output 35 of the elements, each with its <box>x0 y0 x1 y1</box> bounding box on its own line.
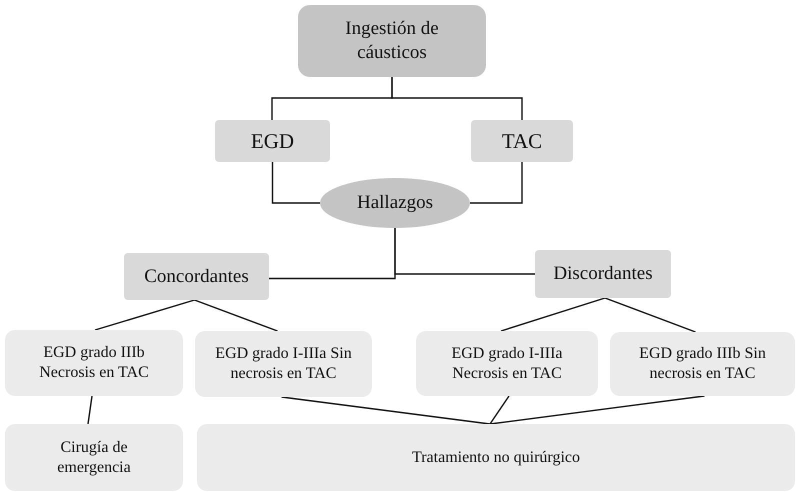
node-label: TAC <box>502 128 542 154</box>
node-label: Discordantes <box>553 262 653 286</box>
criteria-box <box>195 331 372 397</box>
criteria-box <box>5 330 183 396</box>
connector-line <box>500 297 606 332</box>
outcome-box <box>197 424 795 491</box>
connector-line <box>391 77 523 120</box>
process-box <box>471 120 573 162</box>
node-label: EGD grado IIIb Necrosis en TAC <box>38 343 150 383</box>
category-box <box>535 250 671 298</box>
start-box <box>298 5 486 77</box>
criteria-box <box>610 332 795 396</box>
node-label: Tratamiento no quirúrgico <box>412 448 580 468</box>
connector-line <box>87 396 93 424</box>
outcome-box <box>5 424 183 491</box>
connector-line <box>94 299 195 331</box>
node-label: EGD grado IIIb Sin necrosis en TAC <box>638 344 767 384</box>
connector-line <box>490 395 705 425</box>
connector-line <box>194 299 278 332</box>
node-label: Ingestión de cáusticos <box>344 17 440 65</box>
connector-line <box>394 228 535 275</box>
connector-line <box>489 396 510 424</box>
connector-line <box>272 162 320 204</box>
node-label: Cirugía de emergencia <box>56 438 132 478</box>
node-label: EGD grado I-IIIa Sin necrosis en TAC <box>214 344 353 384</box>
node-label: Hallazgos <box>357 191 433 215</box>
node-label: EGD grado I-IIIa Necrosis en TAC <box>450 344 564 384</box>
connector-line <box>470 162 523 204</box>
connector-line <box>281 396 490 425</box>
node-label: EGD <box>250 128 294 154</box>
criteria-box <box>416 331 598 396</box>
connector-line <box>604 297 696 333</box>
category-box <box>124 253 269 300</box>
process-box <box>215 120 330 162</box>
node-label: Concordantes <box>144 264 249 288</box>
